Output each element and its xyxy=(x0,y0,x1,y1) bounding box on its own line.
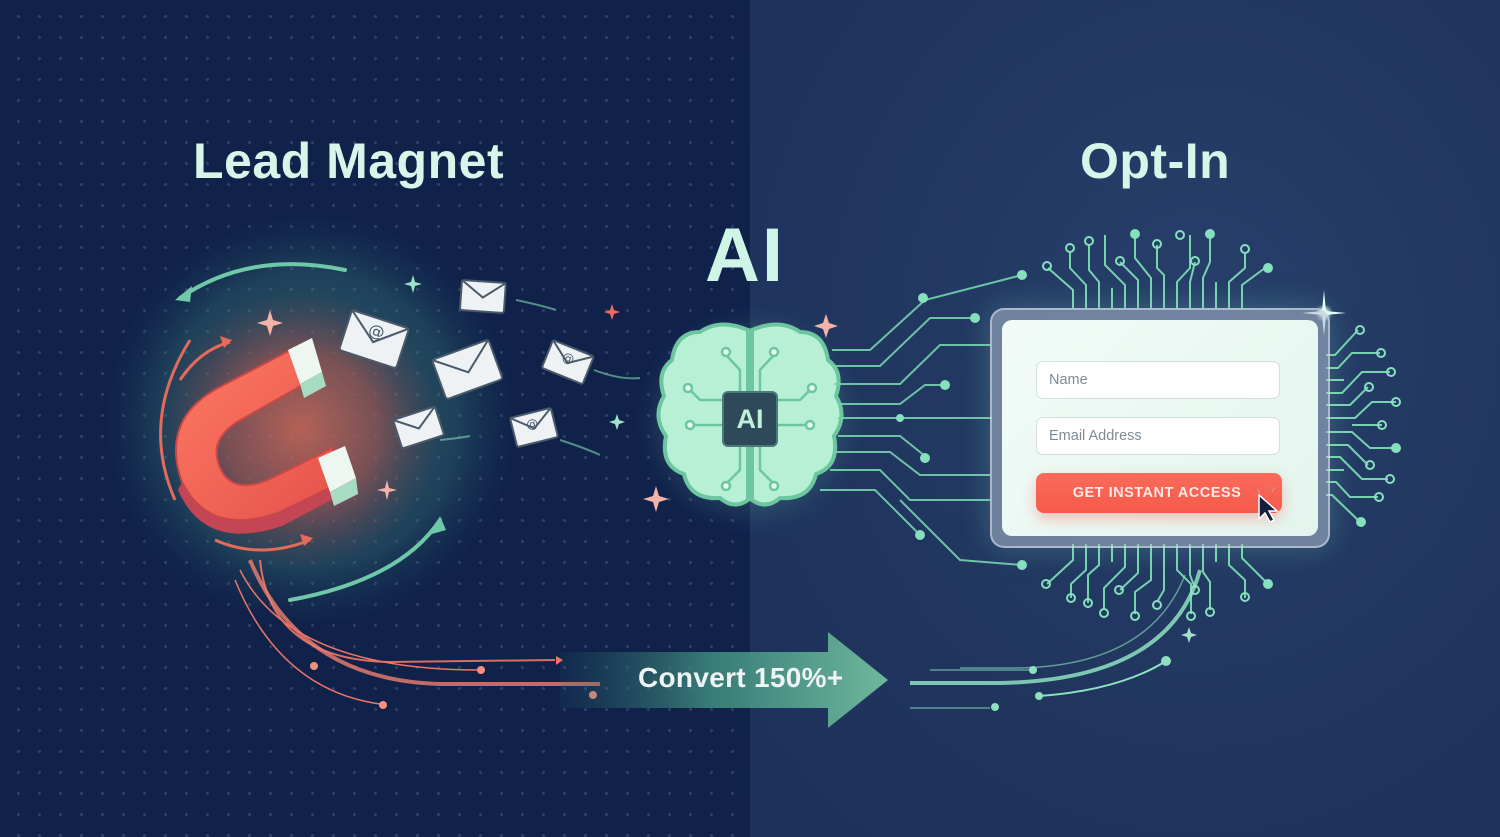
name-input[interactable] xyxy=(1036,361,1280,399)
opt-in-title: Opt-In xyxy=(1080,133,1231,189)
get-instant-access-button[interactable]: GET INSTANT ACCESS xyxy=(1036,473,1282,513)
cta-label: GET INSTANT ACCESS xyxy=(1072,485,1242,501)
convert-label: Convert 150%+ xyxy=(638,662,844,693)
email-input[interactable] xyxy=(1036,417,1280,455)
lead-magnet-title: Lead Magnet xyxy=(193,133,505,189)
ai-chip-label: AI xyxy=(736,404,764,434)
left-panel-background xyxy=(0,0,750,837)
ai-title: AI xyxy=(705,213,785,298)
mouse-pointer-icon xyxy=(1255,487,1279,523)
